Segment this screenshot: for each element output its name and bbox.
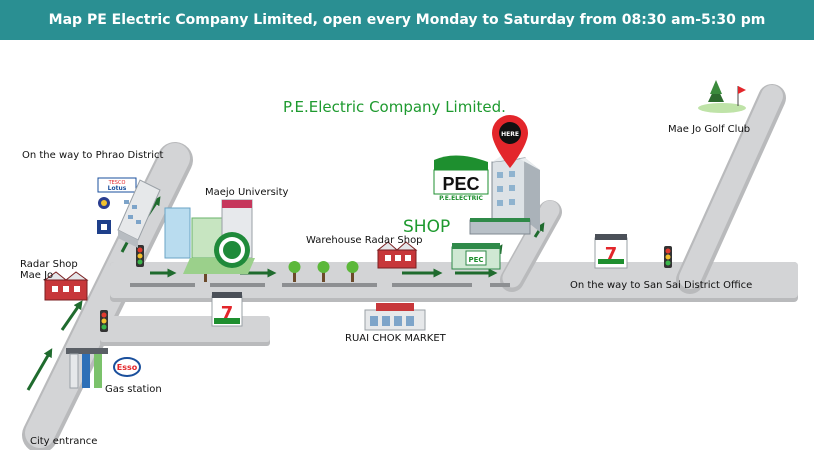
radar-shop-mae-jo-building <box>43 271 89 301</box>
ruai-chok-market-building <box>364 303 426 331</box>
seven-eleven-store-2: 7 <box>594 234 628 269</box>
label-city-entrance: City entrance <box>30 436 97 447</box>
seven-eleven-store-1: 7 <box>211 292 243 327</box>
tree-3 <box>317 261 330 282</box>
gas-station-building <box>66 348 108 389</box>
pec-shop-building: PEC <box>451 243 501 270</box>
label-radar-shop-mae-jo: Mae Jo <box>20 270 53 281</box>
label-maejo-university: Maejo University <box>205 187 289 198</box>
tree-4 <box>346 261 359 282</box>
warehouse-radar-shop-building <box>376 241 418 269</box>
traffic-light-1 <box>136 245 144 267</box>
label-golf-club: Mae Jo Golf Club <box>668 124 750 135</box>
label-radar-shop: Radar Shop <box>20 259 78 270</box>
lane-markings <box>130 283 510 287</box>
tree-2 <box>288 261 301 282</box>
pec-shop-sign: PEC <box>468 256 483 264</box>
tesco-text: TESCO <box>108 180 126 186</box>
traffic-light-2 <box>100 310 108 332</box>
tesco-lotus-logo: TESCO Lotus <box>97 177 137 193</box>
traffic-light-3 <box>664 246 672 268</box>
road-main-horizontal <box>110 262 798 302</box>
golf-club-icon <box>698 80 746 113</box>
maejo-university-campus <box>164 199 255 274</box>
header-banner: Map PE Electric Company Limited, open ev… <box>0 0 814 40</box>
pec-logo: PEC P.E.ELECTRIC <box>433 155 489 202</box>
esso-text: Esso <box>117 363 138 372</box>
banner-text: Map PE Electric Company Limited, open ev… <box>48 12 766 28</box>
company-title: P.E.Electric Company Limited. <box>283 98 506 116</box>
road-network <box>22 84 798 450</box>
label-gas-station: Gas station <box>105 384 162 395</box>
pec-logo-subtext: P.E.ELECTRIC <box>439 195 483 202</box>
esso-logo: Esso <box>113 357 141 377</box>
pin-label: HERE <box>501 131 519 138</box>
bank-logo-1 <box>98 197 110 209</box>
road-lower-branch <box>100 316 270 346</box>
bank-logo-2 <box>97 220 111 234</box>
shophouse-buildings <box>117 179 161 248</box>
map-canvas: TESCO Lotus Esso <box>20 80 798 450</box>
label-warehouse-radar-shop: Warehouse Radar Shop <box>306 235 423 246</box>
label-phrao-district: On the way to Phrao District <box>22 150 164 161</box>
location-pin-icon: HERE <box>492 115 528 168</box>
label-shop: SHOP <box>403 217 450 237</box>
label-ruai-chok-market: RUAI CHOK MARKET <box>345 333 447 344</box>
label-san-sai-district: On the way to San Sai District Office <box>570 280 752 291</box>
road-golf-club <box>676 84 786 294</box>
lotus-text: Lotus <box>108 185 127 192</box>
pec-logo-text: PEC <box>442 174 479 194</box>
